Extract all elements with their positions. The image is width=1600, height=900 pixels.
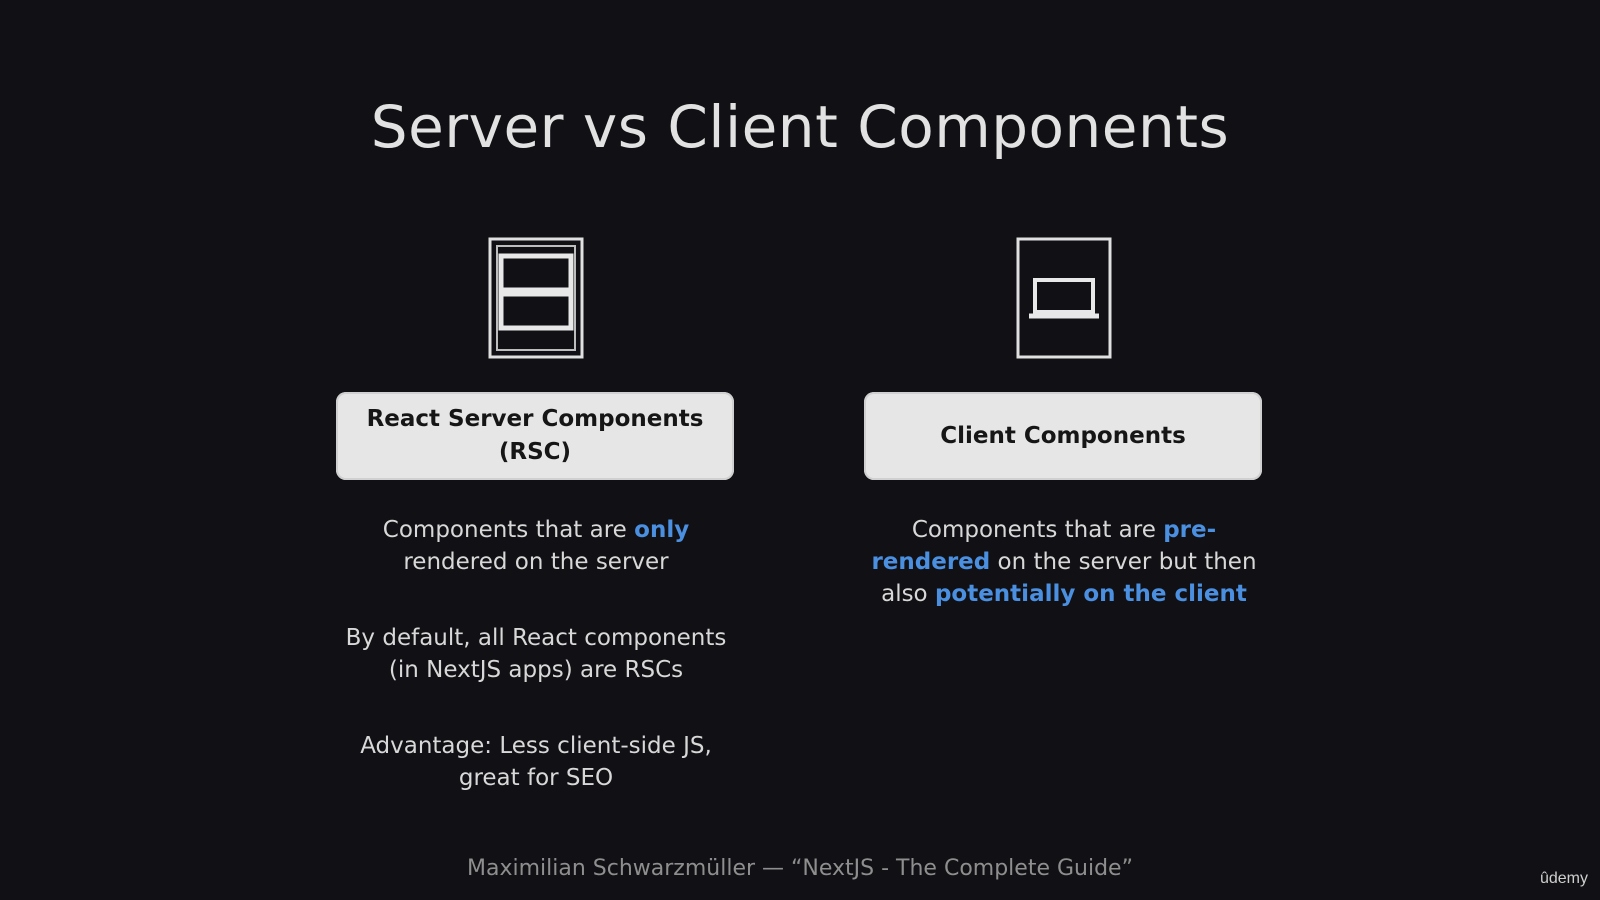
rsc-title: React Server Components (RSC) (353, 403, 718, 469)
laptop-icon (1015, 236, 1113, 360)
udemy-logo: ûdemy (1539, 870, 1588, 887)
slide-title: Server vs Client Components (370, 92, 1230, 161)
client-components-column: Client Components Components that are pr… (864, 230, 1264, 610)
rsc-highlight-only: only (634, 517, 690, 543)
client-highlight-potentially: potentially on the client (934, 581, 1247, 607)
server-components-column: React Server Components (RSC) Components… (336, 230, 736, 794)
footer-credit: Maximilian Schwarzmüller — “NextJS - The… (467, 856, 1133, 881)
rsc-title-line1: React Server Components (366, 406, 704, 432)
rsc-advantage-note: Advantage: Less client-side JS, great fo… (360, 733, 712, 791)
rsc-title-box: React Server Components (RSC) (336, 392, 734, 480)
client-title-box: Client Components (864, 392, 1262, 480)
client-description: Components that are pre-rendered on the … (871, 517, 1257, 607)
server-icon (487, 236, 585, 360)
client-highlight-prerendered: pre-rendered (871, 517, 1217, 575)
rsc-title-line2: (RSC) (498, 439, 572, 465)
client-title: Client Components (940, 422, 1186, 449)
rsc-default-note: By default, all React components (in Nex… (345, 625, 727, 683)
rsc-description: Components that are only rendered on the… (382, 517, 690, 575)
